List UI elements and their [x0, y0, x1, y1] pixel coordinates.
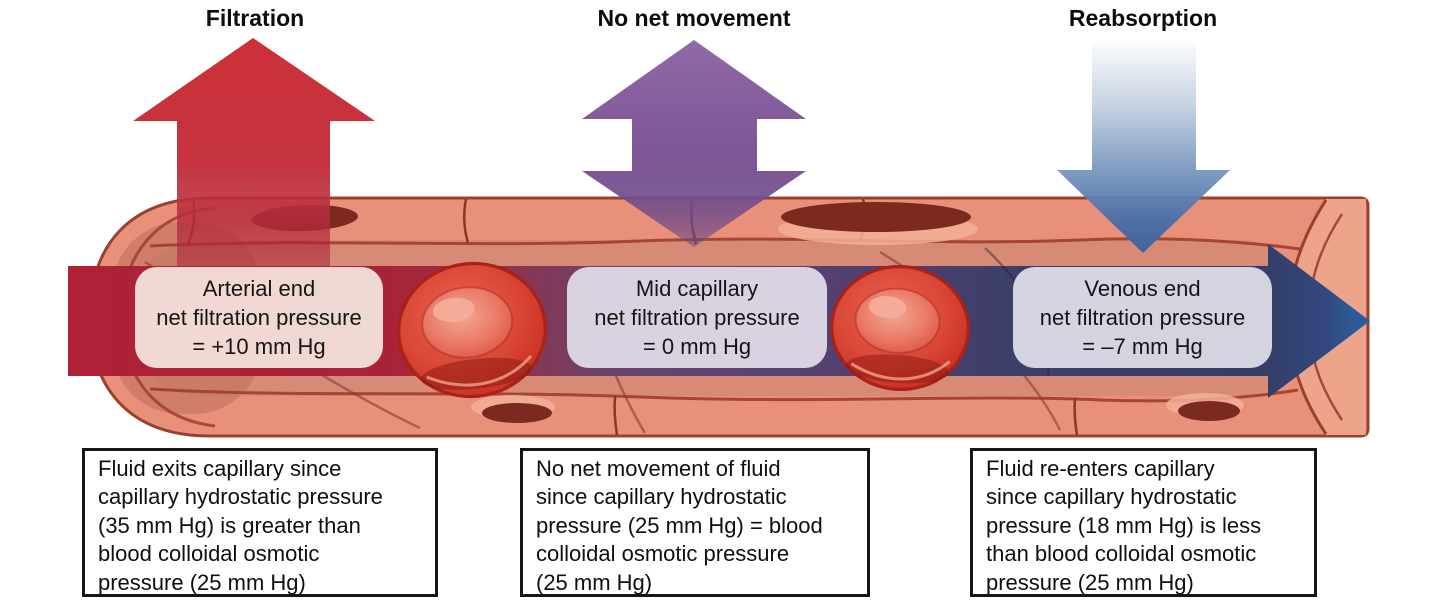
reabsorption-arrow-icon	[1057, 42, 1230, 253]
explanation-line: pressure (25 mm Hg) = blood	[536, 512, 823, 538]
pill-line: Mid capillary	[635, 276, 759, 301]
explanation-line: capillary hydrostatic pressure	[98, 484, 383, 510]
flow-direction-arrow-icon	[1268, 244, 1370, 398]
explanation-line: pressure (25 mm Hg)	[98, 569, 306, 595]
pill-line: net filtration pressure	[1039, 305, 1246, 330]
explanation-line: No net movement of fluid	[536, 456, 781, 481]
filtration-explanation-box: Fluid exits capillary since capillary hy…	[82, 448, 438, 597]
mid-capillary-pressure-pill: Mid capillary net filtration pressure = …	[567, 267, 827, 368]
pill-line: = –7 mm Hg	[1082, 334, 1203, 359]
red-blood-cell	[397, 261, 547, 399]
explanation-line: Fluid exits capillary since	[98, 456, 342, 481]
explanation-line: Fluid re-enters capillary	[986, 456, 1215, 481]
explanation-line: since capillary hydrostatic	[536, 484, 787, 510]
explanation-line: since capillary hydrostatic	[986, 484, 1237, 510]
filtration-label: Filtration	[205, 5, 305, 31]
nucleus	[482, 403, 552, 423]
no-net-movement-arrow-icon	[582, 40, 806, 247]
pill-line: Venous end	[1084, 276, 1201, 301]
venous-end-pressure-pill: Venous end net filtration pressure = –7 …	[1013, 267, 1272, 368]
no-net-movement-explanation-box: No net movement of fluid since capillary…	[520, 448, 870, 597]
reabsorption-explanation-box: Fluid re-enters capillary since capillar…	[970, 448, 1317, 597]
explanation-line: blood colloidal osmotic	[98, 541, 320, 567]
filtration-arrow-icon	[133, 38, 375, 268]
explanation-line: than blood colloidal osmotic	[986, 541, 1257, 567]
explanation-line: (25 mm Hg)	[536, 569, 653, 595]
reabsorption-label: Reabsorption	[1068, 5, 1218, 31]
nucleus	[1178, 401, 1240, 421]
pill-line: net filtration pressure	[594, 305, 800, 330]
pill-line: Arterial end	[202, 276, 316, 301]
pill-line: net filtration pressure	[156, 305, 362, 330]
explanation-line: colloidal osmotic pressure	[536, 541, 790, 567]
no-net-movement-label: No net movement	[597, 5, 791, 31]
red-blood-cell	[830, 264, 970, 392]
nucleus	[781, 202, 971, 232]
pill-line: = +10 mm Hg	[192, 334, 326, 359]
top-wall-inner-edge	[149, 237, 1301, 251]
pill-line: = 0 mm Hg	[642, 334, 752, 359]
explanation-line: (35 mm Hg) is greater than	[98, 512, 361, 538]
arterial-end-pressure-pill: Arterial end net filtration pressure = +…	[135, 267, 383, 368]
explanation-line: pressure (25 mm Hg)	[986, 569, 1194, 595]
explanation-line: pressure (18 mm Hg) is less	[986, 512, 1262, 538]
